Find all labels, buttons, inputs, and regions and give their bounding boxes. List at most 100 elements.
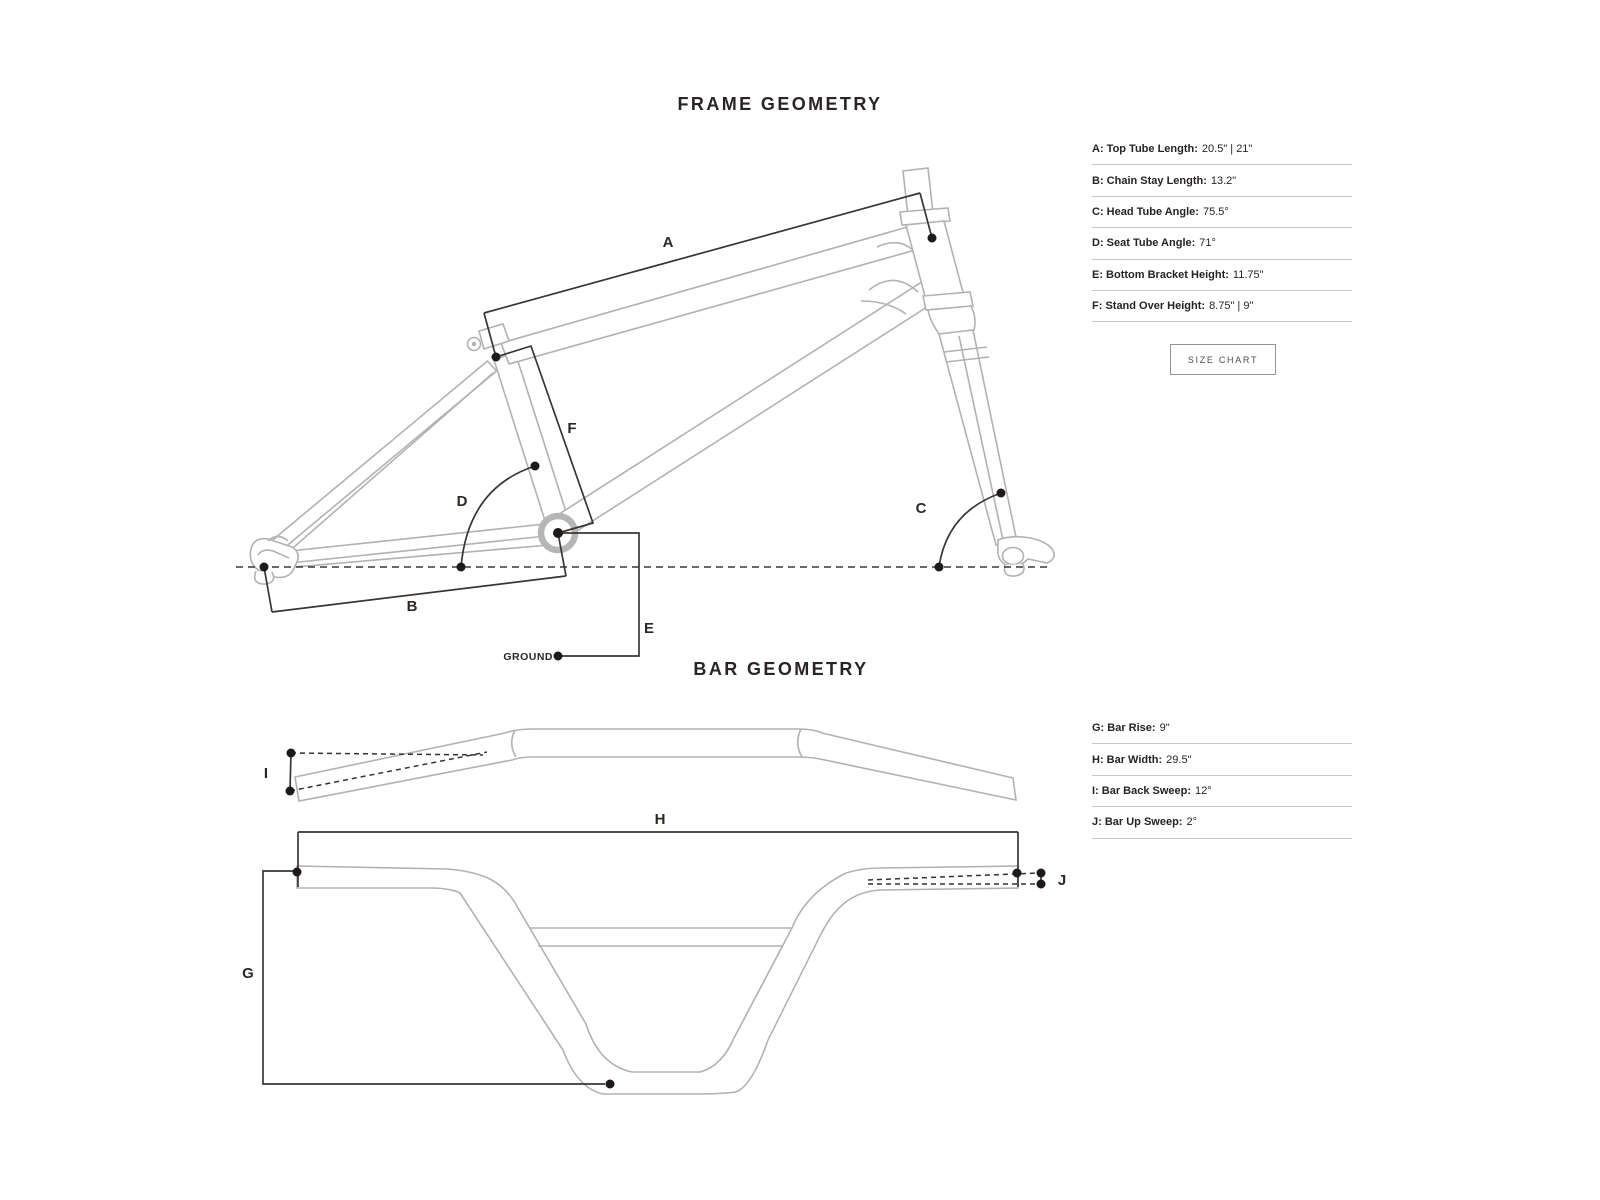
size-chart-button[interactable]: SIZE CHART — [1170, 344, 1276, 375]
bar-front-view-annotations: H G J — [242, 811, 1066, 1089]
bar-spec-label-j: J: Bar Up Sweep: — [1092, 816, 1183, 829]
dim-label-a: A — [663, 234, 674, 251]
rear-dropout-notch — [267, 535, 289, 542]
frame-spec-label-d: D: Seat Tube Angle: — [1092, 237, 1196, 250]
up-sweep-top-dot — [1036, 868, 1046, 878]
bar-spec-value-i: 12° — [1195, 784, 1212, 797]
frame-spec-value-c: 75.5° — [1202, 205, 1229, 218]
bar-spec-value-h: 29.5" — [1166, 753, 1192, 766]
dim-label-g: G — [242, 965, 254, 982]
head-tube-dot — [927, 233, 937, 243]
seat-tube — [493, 350, 569, 529]
dim-f-lines — [495, 344, 595, 534]
seat-clamp-bolt-center — [471, 341, 477, 347]
frame-spec-row-e: E: Bottom Bracket Height: 11.75" — [1092, 260, 1352, 291]
ground-label: GROUND — [503, 651, 553, 663]
dim-c-arc — [938, 492, 1002, 568]
dim-label-i: I — [264, 765, 268, 782]
dim-label-c: C — [916, 500, 927, 517]
frame-spec-value-b: 13.2" — [1210, 174, 1237, 187]
frame-spec-row-c: C: Head Tube Angle: 75.5° — [1092, 197, 1352, 229]
back-sweep-bottom-dot — [285, 786, 295, 796]
fork-crown — [927, 305, 976, 335]
bar-geometry-title: BAR GEOMETRY — [693, 659, 869, 679]
bar-rise-bottom-dot — [605, 1079, 615, 1089]
bar-spec-value-g: 9" — [1159, 722, 1170, 735]
bar-spec-row-j: J: Bar Up Sweep: 2° — [1092, 807, 1352, 839]
dim-label-j: J — [1058, 872, 1066, 889]
head-angle-ground-dot — [934, 562, 944, 572]
bar-front-view-drawing — [296, 865, 1019, 1095]
front-dropout-tip — [1003, 563, 1025, 577]
frame-spec-row-b: B: Chain Stay Length: 13.2" — [1092, 165, 1352, 197]
ground-dot — [553, 651, 563, 661]
frame-spec-label-e: E: Bottom Bracket Height: — [1092, 268, 1229, 281]
seat-stay-inner-line — [277, 372, 494, 562]
bar-top-view-seams — [510, 728, 803, 758]
frame-spec-list: A: Top Tube Length: 20.5" | 21" B: Chain… — [1092, 134, 1352, 323]
rear-dropout-hook — [253, 570, 275, 585]
seat-stay — [264, 359, 498, 558]
frame-spec-label-a: A: Top Tube Length: — [1092, 143, 1198, 156]
bar-top-view-drawing — [294, 728, 1017, 802]
seat-angle-ground-dot — [456, 562, 466, 572]
back-sweep-top-dot — [286, 748, 296, 758]
bar-spec-value-j: 2° — [1186, 816, 1197, 829]
frame-geometry-title: FRAME GEOMETRY — [677, 94, 883, 114]
front-axle-hole — [1001, 546, 1025, 566]
dim-e-lines — [558, 532, 640, 657]
bar-spec-list: G: Bar Rise: 9" H: Bar Width: 29.5" I: B… — [1092, 713, 1352, 839]
fork-dot — [996, 488, 1006, 498]
bar-spec-label-i: I: Bar Back Sweep: — [1092, 784, 1192, 797]
dim-label-b: B — [407, 598, 418, 615]
bar-spec-label-g: G: Bar Rise: — [1092, 722, 1156, 735]
bar-top-view-annotations: I — [264, 748, 488, 796]
frame-spec-value-a: 20.5" | 21" — [1201, 143, 1253, 156]
up-sweep-bottom-dot — [1036, 879, 1046, 889]
dim-label-d: D — [457, 493, 468, 510]
bottom-bracket-dot — [553, 528, 563, 538]
dim-d-arc — [460, 465, 536, 568]
bar-top-view-outline — [294, 728, 1017, 802]
back-sweep-axis-dashed — [289, 751, 488, 792]
frame-spec-value-e: 11.75" — [1232, 268, 1264, 281]
steerer-tube — [902, 167, 934, 217]
frame-spec-label-c: C: Head Tube Angle: — [1092, 205, 1199, 218]
chain-stay-inner-line — [289, 535, 547, 564]
dim-g-lines — [262, 870, 605, 1085]
frame-drawing — [249, 167, 1055, 585]
frame-spec-value-d: 71° — [1199, 237, 1216, 250]
rear-dropout-slot — [257, 549, 290, 559]
dim-label-h: H — [655, 811, 666, 828]
bar-spec-row-h: H: Bar Width: 29.5" — [1092, 744, 1352, 776]
bar-spec-row-g: G: Bar Rise: 9" — [1092, 713, 1352, 745]
frame-annotations: A B C D E F GROUND — [236, 192, 1047, 663]
bar-front-view-outline — [296, 865, 1019, 1095]
rear-axle-dot — [259, 562, 269, 572]
frame-spec-row-f: F: Stand Over Height: 8.75" | 9" — [1092, 291, 1352, 323]
frame-spec-value-f: 8.75" | 9" — [1209, 300, 1254, 313]
dim-label-f: F — [567, 420, 576, 437]
bar-spec-row-i: I: Bar Back Sweep: 12° — [1092, 776, 1352, 808]
frame-spec-row-d: D: Seat Tube Angle: 71° — [1092, 228, 1352, 260]
chain-stay — [280, 523, 550, 569]
fork-band-lines — [943, 346, 990, 363]
dim-b-lines — [263, 532, 567, 613]
bar-spec-label-h: H: Bar Width: — [1092, 753, 1163, 766]
left-grip-dot — [292, 867, 302, 877]
dim-i-line — [289, 752, 292, 792]
fork-blade-inner-line — [958, 335, 1004, 541]
seat-clamp — [478, 323, 511, 351]
headset-bottom-band — [922, 291, 974, 311]
seat-cluster-dot — [491, 352, 501, 362]
dim-label-e: E — [644, 620, 654, 637]
seat-tube-dot — [530, 461, 540, 471]
right-grip-dot — [1012, 868, 1022, 878]
frame-spec-label-b: B: Chain Stay Length: — [1092, 174, 1207, 187]
dim-h-line — [297, 831, 1019, 887]
headset-top-band — [899, 207, 951, 226]
up-sweep-axis-dashed — [867, 872, 1039, 881]
dim-a-lines — [483, 192, 933, 358]
